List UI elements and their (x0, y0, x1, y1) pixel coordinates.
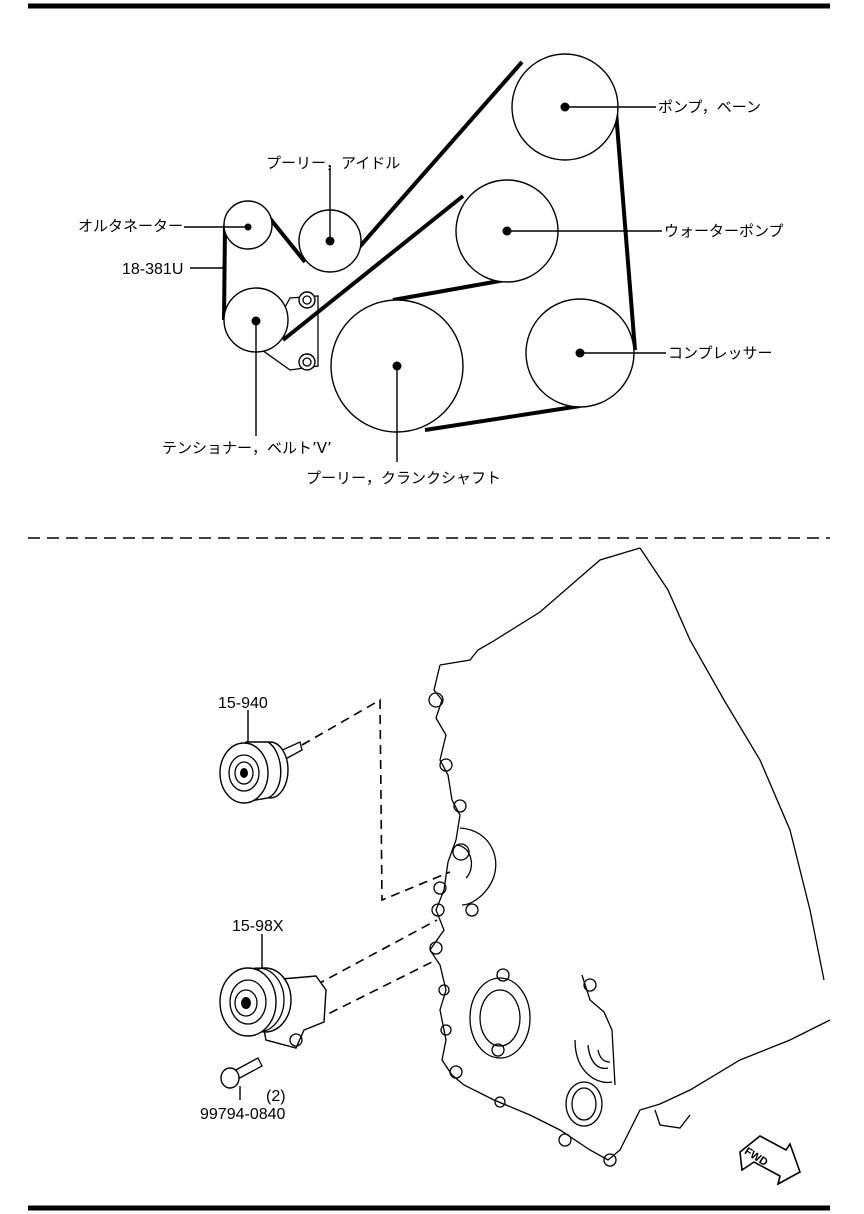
belt-part-number: 18-381U (122, 261, 183, 278)
mounting-bolt (220, 1057, 263, 1100)
idler-pulley-label: プーリー，アイドル (266, 154, 400, 172)
compressor-label: コンプレッサー (668, 344, 773, 362)
bolt-quantity: (2) (266, 1088, 286, 1105)
engine-front-cover (428, 547, 831, 1167)
installation-dashed-lines (301, 698, 451, 1021)
exploded-view: 15-940 15-98X (2) 99794-0840 FWD (200, 547, 831, 1186)
tensioner-assembly (219, 934, 327, 1049)
tensioner-label: テンショナー，ベルト’V’ (162, 439, 332, 457)
bolt-part-number: 99794-0840 (200, 1106, 286, 1123)
fwd-arrow-icon: FWD (739, 1135, 801, 1186)
alternator-label: オルタネーター (78, 217, 183, 235)
tensioner-part-number: 15-98X (232, 918, 284, 935)
crankshaft-pulley-label: プーリー，クランクシャフト (306, 469, 501, 487)
idler-part-number: 15-940 (218, 695, 268, 712)
water-pump-label: ウォーターポンプ (664, 222, 784, 240)
idler-pulley-assembly (219, 710, 303, 804)
tensioner-bracket (261, 291, 319, 371)
belt-routing-diagram: ポンプ，ベーン プーリー，アイドル オルタネーター ウォーターポンプ 18-38… (78, 53, 784, 487)
pump-vane-label: ポンプ，ベーン (658, 98, 761, 116)
